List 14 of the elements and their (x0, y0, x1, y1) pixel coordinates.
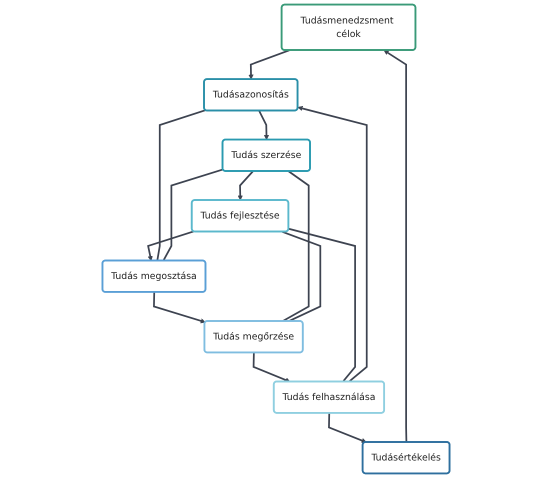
connector (156, 109, 206, 261)
arrow (147, 230, 194, 262)
connector (282, 170, 310, 322)
arrow (252, 352, 290, 382)
arrow (153, 292, 206, 324)
arrow (298, 106, 368, 382)
arrow (384, 50, 408, 442)
connector (282, 230, 322, 322)
arrow (248, 49, 290, 80)
arrow (238, 170, 254, 201)
connector (288, 228, 356, 382)
arrow (328, 413, 367, 443)
arrow (258, 110, 270, 140)
connector (162, 168, 224, 262)
